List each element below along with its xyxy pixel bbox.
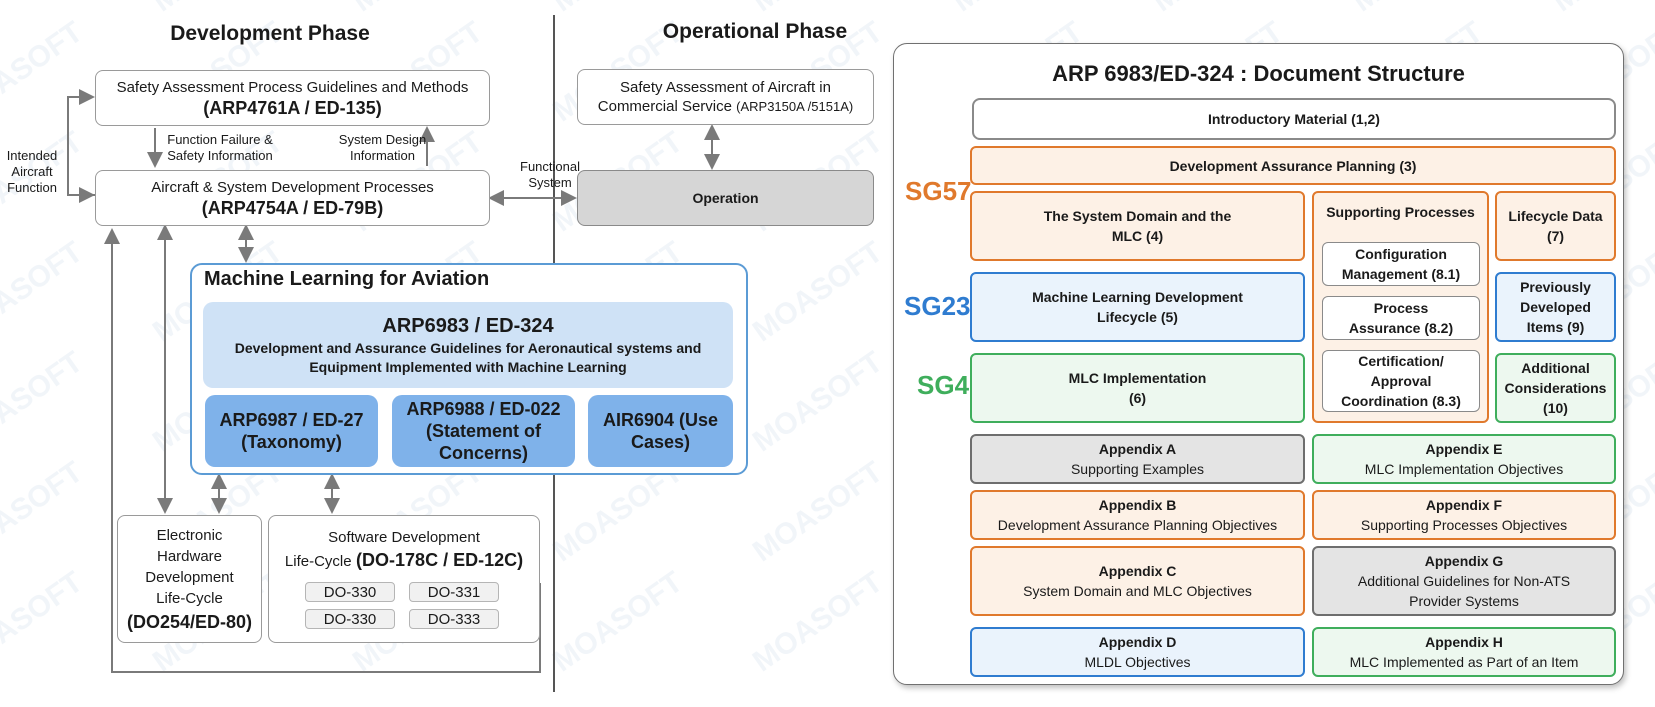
- previously-developed-items: Previously Developed Items (9): [1495, 272, 1616, 342]
- appendix-f-title: Appendix F: [1425, 497, 1503, 513]
- arp6988-box: ARP6988 / ED-022 (Statement of Concerns): [392, 395, 575, 467]
- appendix-h-desc: MLC Implemented as Part of an Item: [1349, 654, 1579, 670]
- supporting-processes-title: Supporting Processes: [1326, 204, 1475, 220]
- appendix-c-desc: System Domain and MLC Objectives: [1023, 583, 1252, 599]
- arp6983-box: ARP6983 / ED-324 Development and Assuran…: [203, 302, 733, 388]
- safety-assessment-process-box: Safety Assessment Process Guidelines and…: [95, 70, 490, 126]
- system-design-label: System Design Information: [338, 132, 427, 163]
- pill-do330-a: DO-330: [305, 582, 395, 602]
- ml-for-aviation-title: Machine Learning for Aviation: [204, 268, 490, 290]
- appendix-b-desc: Development Assurance Planning Objective…: [997, 517, 1278, 533]
- operational-phase-heading: Operational Phase: [662, 20, 848, 43]
- appendix-e-desc: MLC Implementation Objectives: [1364, 461, 1564, 477]
- appendix-c-title: Appendix C: [1098, 563, 1177, 579]
- appendix-a-title: Appendix A: [1098, 441, 1177, 457]
- appendix-a: Appendix A Supporting Examples: [970, 434, 1305, 484]
- lifecycle-data: Lifecycle Data (7): [1495, 191, 1616, 261]
- prevdev-text: Previously Developed Items (9): [1520, 279, 1591, 335]
- pill-do331: DO-331: [409, 582, 499, 602]
- ml-development-lifecycle: Machine Learning Development Lifecycle (…: [970, 272, 1305, 342]
- air6904-box: AIR6904 (Use Cases): [588, 395, 733, 467]
- operation-box: Operation: [577, 170, 874, 226]
- safety-process-line2: (ARP4761A / ED-135): [203, 97, 382, 118]
- appendix-d: Appendix D MLDL Objectives: [970, 627, 1305, 677]
- additional-text: Additional Considerations (10): [1504, 360, 1607, 416]
- safety-commercial-line1: Safety Assessment of Aircraft in: [620, 79, 831, 96]
- intended-aircraft-function-label: Intended Aircraft Function: [6, 148, 58, 195]
- hw-text: Electronic Hardware Development Life-Cyc…: [145, 527, 234, 607]
- pill-do330-b: DO-330: [305, 609, 395, 629]
- development-assurance-planning: Development Assurance Planning (3): [970, 146, 1616, 185]
- sg57-label: SG57: [905, 176, 972, 206]
- pill-do333: DO-333: [409, 609, 499, 629]
- appendix-b-title: Appendix B: [1098, 497, 1177, 513]
- introductory-material: Introductory Material (1,2): [972, 98, 1616, 140]
- safety-commercial-ref: (ARP3150A /5151A): [736, 99, 854, 114]
- system-domain-text: The System Domain and the MLC (4): [1043, 208, 1232, 244]
- appendix-f: Appendix F Supporting Processes Objectiv…: [1312, 490, 1616, 540]
- system-domain-mlc: The System Domain and the MLC (4): [970, 191, 1305, 261]
- safety-process-line1: Safety Assessment Process Guidelines and…: [116, 78, 469, 96]
- config-text: Configuration Management (8.1): [1341, 246, 1461, 282]
- sw-line2: Life-Cycle: [284, 553, 352, 570]
- arp6987-box: ARP6987 / ED-27 (Taxonomy): [205, 395, 378, 467]
- appendix-d-title: Appendix D: [1098, 634, 1177, 650]
- aircraft-dev-line1: Aircraft & System Development Processes: [151, 178, 434, 196]
- aircraft-system-development-box: Aircraft & System Development Processes …: [95, 170, 490, 226]
- sw-line1: Software Development: [328, 529, 480, 546]
- appendix-b: Appendix B Development Assurance Plannin…: [970, 490, 1305, 540]
- appendix-h-title: Appendix H: [1425, 634, 1503, 650]
- arp6983-title: ARP6983 / ED-324: [382, 315, 554, 337]
- hw-ref: (DO254/ED-80): [126, 612, 253, 632]
- mldl-text: Machine Learning Development Lifecycle (…: [1032, 289, 1243, 325]
- appendix-f-desc: Supporting Processes Objectives: [1360, 517, 1568, 533]
- document-structure-title: ARP 6983/ED-324 : Document Structure: [1052, 61, 1465, 86]
- electronic-hardware-box: Electronic Hardware Development Life-Cyc…: [117, 515, 262, 643]
- mlc-impl-text: MLC Implementation (6): [1068, 370, 1207, 406]
- additional-considerations: Additional Considerations (10): [1495, 353, 1616, 423]
- appendix-d-desc: MLDL Objectives: [1084, 654, 1191, 670]
- function-failure-label: Function Failure & Safety Information: [167, 132, 273, 163]
- development-phase-heading: Development Phase: [170, 22, 370, 45]
- lifecycle-text: Lifecycle Data (7): [1508, 208, 1603, 244]
- certification-approval: Certification/ Approval Coordination (8.…: [1322, 350, 1480, 412]
- appendix-e-title: Appendix E: [1425, 441, 1503, 457]
- appendix-h: Appendix H MLC Implemented as Part of an…: [1312, 627, 1616, 677]
- sg4-label: SG4: [917, 370, 970, 400]
- functional-system-label: Functional System: [520, 159, 580, 190]
- appendix-c: Appendix C System Domain and MLC Objecti…: [970, 546, 1305, 616]
- software-development-box: Software Development Life-Cycle (DO-178C…: [268, 515, 540, 643]
- appendix-e: Appendix E MLC Implementation Objectives: [1312, 434, 1616, 484]
- appendix-g: Appendix G Additional Guidelines for Non…: [1312, 546, 1616, 616]
- safety-commercial-line2: Commercial Service: [597, 98, 732, 115]
- supporting-processes: Supporting Processes Configuration Manag…: [1312, 191, 1489, 423]
- appendix-g-desc: Additional Guidelines for Non-ATS Provid…: [1357, 573, 1571, 609]
- aircraft-dev-line2: (ARP4754A / ED-79B): [201, 197, 384, 218]
- sw-ref: (DO-178C / ED-12C): [356, 550, 524, 570]
- configuration-management: Configuration Management (8.1): [1322, 242, 1480, 286]
- appendix-a-desc: Supporting Examples: [1070, 461, 1205, 477]
- cert-text: Certification/ Approval Coordination (8.…: [1341, 353, 1461, 409]
- process-assurance-text: Process Assurance (8.2): [1348, 300, 1454, 336]
- mlc-implementation: MLC Implementation (6): [970, 353, 1305, 423]
- safety-commercial-service-box: Safety Assessment of Aircraft in Commerc…: [577, 69, 874, 125]
- arp6983-subtitle: Development and Assurance Guidelines for…: [234, 340, 702, 375]
- sg23-label: SG23: [904, 291, 971, 321]
- process-assurance: Process Assurance (8.2): [1322, 296, 1480, 340]
- appendix-g-title: Appendix G: [1424, 553, 1504, 569]
